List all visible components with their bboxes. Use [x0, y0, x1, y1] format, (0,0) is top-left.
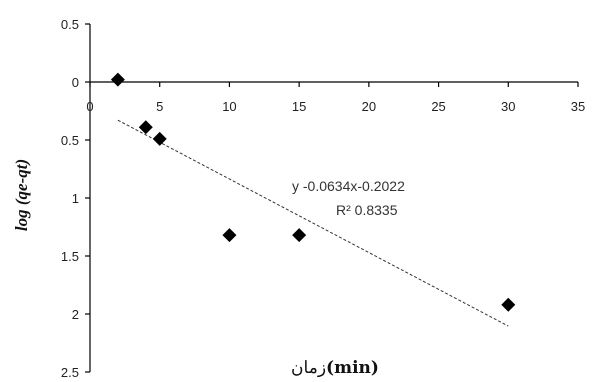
- y-tick-label: 1.5: [61, 249, 79, 264]
- plot-marks: 0.5 0 0.5 1 1.5 2 2.5 0 5 10 15 20 25 30 35: [61, 17, 585, 380]
- data-point: [152, 131, 167, 146]
- x-tick-label: 30: [501, 99, 515, 114]
- y-tick-label: 0: [72, 75, 79, 90]
- equation-annotation: y -0.0634x-0.2022: [292, 178, 405, 194]
- x-tick-label: 10: [222, 99, 236, 114]
- y-axis-label: log (qe-qt): [12, 159, 31, 231]
- x-tick-label: 0: [86, 99, 93, 114]
- y-tick-label: 0.5: [61, 17, 79, 32]
- x-tick-label: 15: [292, 99, 306, 114]
- y-tick-label: 0.5: [61, 133, 79, 148]
- data-point: [138, 120, 153, 135]
- x-axis-label-arabic: زمان: [291, 358, 326, 378]
- y-tick-label: 2.5: [61, 365, 79, 380]
- y-tick-label: 1: [72, 191, 79, 206]
- data-point: [292, 228, 307, 243]
- r-squared-annotation: R² 0.8335: [336, 202, 398, 218]
- trendline: [117, 119, 509, 327]
- x-tick-label: 5: [156, 99, 163, 114]
- x-axis-label: زمان(min): [291, 358, 379, 378]
- x-tick-label: 20: [362, 99, 376, 114]
- y-tick-label: 2: [72, 307, 79, 322]
- data-point: [501, 297, 516, 312]
- data-point: [110, 72, 125, 87]
- x-axis-label-unit: (min): [326, 358, 379, 378]
- data-point: [222, 228, 237, 243]
- x-tick-label: 25: [431, 99, 445, 114]
- x-tick-label: 35: [571, 99, 585, 114]
